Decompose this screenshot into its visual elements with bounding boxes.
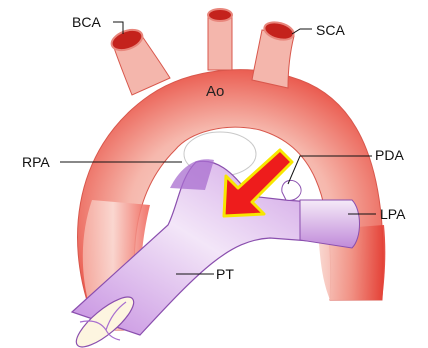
label-lpa: LPA: [380, 206, 406, 222]
middle-branch-opening: [208, 9, 232, 21]
label-sca: SCA: [316, 22, 345, 38]
label-pda: PDA: [375, 147, 404, 163]
sca-leader: [292, 29, 312, 34]
label-pt: PT: [216, 266, 234, 282]
label-rpa: RPA: [22, 154, 50, 170]
pda-duct: [282, 180, 301, 200]
label-ao: Ao: [206, 83, 224, 100]
lpa-branch: [300, 200, 360, 248]
middle-branch-vessel: [208, 16, 232, 70]
label-bca: BCA: [72, 14, 101, 30]
